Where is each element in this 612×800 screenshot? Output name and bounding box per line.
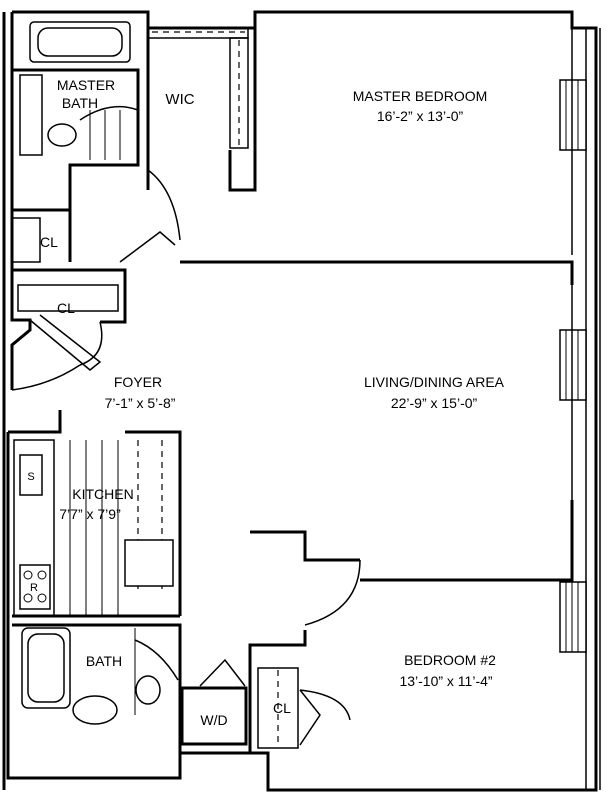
closet-bedroom2-label: CL [273,700,291,716]
living-dining-name: LIVING/DINING AREA [364,374,505,390]
kitchen-name: KITCHEN [72,486,133,502]
bedroom2-walls [248,630,351,753]
master-bath-area [12,21,140,212]
master-bedroom-walls [180,12,574,500]
wic-walls [146,27,249,241]
bath-name: BATH [86,653,122,669]
master-bath-name-line1: MASTER [57,77,115,93]
foyer-closet [12,268,127,371]
exterior-walls [2,10,601,792]
window-master-bedroom [559,79,587,151]
bedroom2-name: BEDROOM #2 [404,652,496,668]
foyer-dims: 7’-1” x 5’-8” [105,395,176,411]
master-bath-name-line2: BATH [62,95,98,111]
master-bedroom-name: MASTER BEDROOM [353,88,488,104]
bedroom2-dims: 13’-10” x 11’-4” [399,673,492,689]
bath-area [21,627,179,725]
window-bedroom2 [559,581,587,653]
closet-foyer-label: CL [57,300,75,316]
window-living-area [559,329,587,401]
laundry-closet [180,658,248,746]
wic-name: WIC [165,91,194,108]
entry-door-swing [11,364,81,391]
kitchen-dims: 7’7” x 7’9” [59,506,121,522]
foyer-name: FOYER [114,374,162,390]
master-bedroom-dims: 16’-2” x 13’-0” [377,108,464,124]
sink-label: S [27,471,34,483]
kitchen-area [8,410,182,618]
range-label: R [30,582,38,594]
closet-master-label: CL [40,234,58,250]
laundry-label: W/D [200,712,227,728]
master-closet [11,210,176,263]
living-walls [250,500,574,626]
living-dining-dims: 22’-9” x 15’-0” [391,395,478,411]
